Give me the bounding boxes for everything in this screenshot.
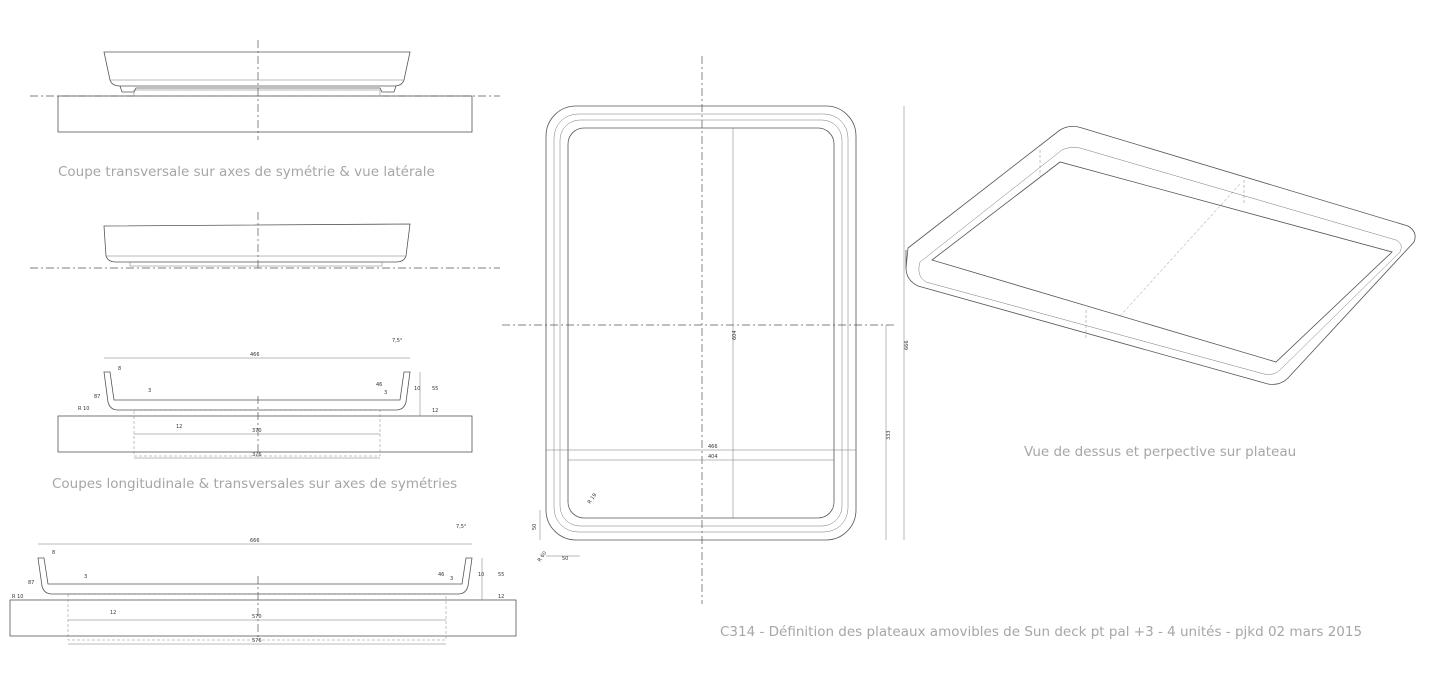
deck-section-1 <box>57 95 473 133</box>
dim-outer-2: 666 <box>250 538 260 544</box>
deck-section-3 <box>57 415 473 453</box>
view-perspective <box>905 126 1416 385</box>
tray-section-466 <box>103 371 411 411</box>
dim-width-outer: 466 <box>708 444 718 450</box>
dim-h-d: 12 <box>432 408 438 414</box>
view-coupe-466: 466 370 376 46 10 55 12 3 8 3 R 10 87 12… <box>57 338 473 460</box>
dim-h-b-2: 10 <box>478 572 484 578</box>
deck-section-4 <box>9 599 517 637</box>
dim-h-e-2: 87 <box>28 580 34 586</box>
dim-w-a-2: 3 <box>450 576 453 582</box>
tray-side-profile <box>103 51 411 87</box>
dim-base: 376 <box>252 452 262 458</box>
dim-h-a-2: 46 <box>438 572 444 578</box>
tray-perspective-inner <box>931 161 1393 363</box>
dim-t: 12 <box>176 424 182 430</box>
tray-outline-inner <box>567 127 835 519</box>
dim-w-a: 3 <box>384 390 387 396</box>
dim-inner: 370 <box>252 428 262 434</box>
caption-coupe-transversale: Coupe transversale sur axes de symétrie … <box>58 164 435 180</box>
view-dessus: 604 666 333 466 404 R 19 R 60 50 50 <box>502 56 910 604</box>
dim-h-d-2: 12 <box>498 594 504 600</box>
dim-w-c: 3 <box>148 388 151 394</box>
dim-corner-r: R 60 <box>537 550 548 563</box>
drawing-title: C314 - Définition des plateaux amovibles… <box>720 624 1363 640</box>
dim-base-2: 576 <box>252 638 262 644</box>
dim-half-length: 333 <box>886 430 892 440</box>
tray-side-view <box>103 223 411 263</box>
dim-inner-2: 570 <box>252 614 262 620</box>
tray-section-666 <box>37 557 473 595</box>
caption-vue-dessus-perspective: Vue de dessus et perpective sur plateau <box>1024 444 1297 460</box>
view-coupe-666: 666 570 576 46 10 55 12 3 8 3 R 10 87 12… <box>9 524 517 645</box>
dim-length-outer: 666 <box>904 340 910 350</box>
dim-angle: 7,5° <box>392 338 403 344</box>
dim-w-b-2: 8 <box>52 550 55 556</box>
dim-w-b: 8 <box>118 366 121 372</box>
dim-h-a: 46 <box>376 382 382 388</box>
view-laterale <box>30 212 500 270</box>
caption-coupes-longitudinale: Coupes longitudinale & transversales sur… <box>52 476 458 492</box>
dim-w-c-2: 3 <box>84 574 87 580</box>
dim-width-inner: 404 <box>708 454 718 460</box>
dim-h-c: 55 <box>432 386 438 392</box>
dim-t-2: 12 <box>110 610 116 616</box>
view-coupe-transversale <box>30 40 500 140</box>
dim-h-e: 87 <box>94 394 100 400</box>
dim-r-a: R 10 <box>78 406 89 412</box>
tray-perspective-outer <box>905 126 1416 385</box>
dim-length-inner: 604 <box>732 330 738 340</box>
dim-h-c-2: 55 <box>498 572 504 578</box>
dim-h-b: 10 <box>414 386 420 392</box>
tray-base <box>133 89 381 97</box>
dim-outer: 466 <box>250 352 260 358</box>
tray-outline-outer <box>545 105 857 541</box>
dim-radius: R 19 <box>587 492 598 505</box>
dim-edge-b: 50 <box>532 524 538 530</box>
dim-angle-2: 7,5° <box>456 524 467 530</box>
dim-edge-a: 50 <box>562 556 568 562</box>
dim-r-a-2: R 10 <box>12 594 23 600</box>
